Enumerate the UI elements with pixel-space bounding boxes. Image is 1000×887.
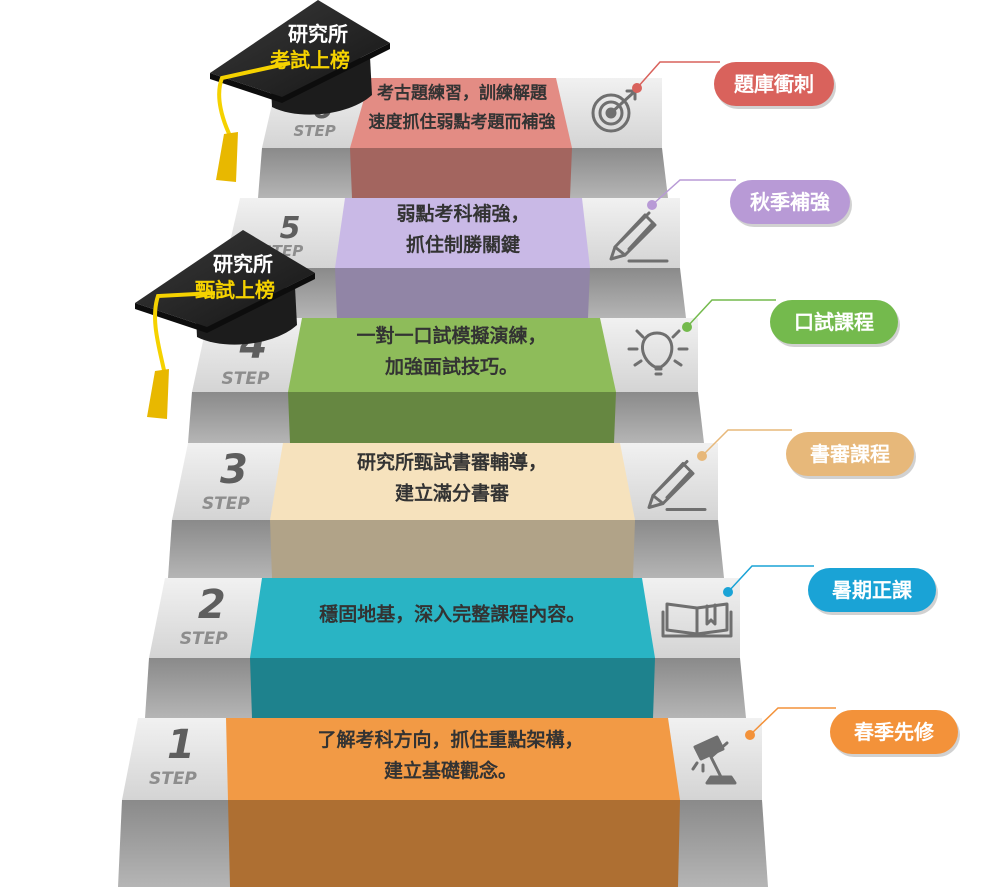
step-carpet-front [335,268,590,318]
cap-caption-line1: 研究所 [288,22,348,46]
step-description-line: 速度抓住弱點考題而補強 [369,111,556,132]
connector-dot [723,587,733,597]
step-number: 1 [167,722,195,768]
course-badge: 暑期正課 [808,568,938,615]
lamp-icon [691,735,737,785]
step-number: 3 [220,447,248,493]
tassel [147,369,169,419]
connector-dot [697,451,707,461]
course-badge: 口試課程 [770,300,900,347]
step-description-line: 建立基礎觀念。 [384,759,517,782]
step-carpet-front [350,148,572,198]
step-carpet-front [270,520,635,578]
cap-caption-line2: 甄試上榜 [195,278,275,302]
step-carpet-top [335,198,590,268]
step-label: STEP [202,494,250,514]
step-carpet-front [250,658,655,718]
connector-dot [682,322,692,332]
step-description-line: 穩固地基，深入完整課程內容。 [319,603,585,626]
step-carpet-top [350,78,572,148]
book-icon [661,602,733,638]
target-icon [591,89,637,133]
badge-connector [682,299,776,332]
step-description-line: 了解考科方向，抓住重點架構， [317,728,583,751]
step-carpet-front [288,392,616,443]
step-label: STEP [149,769,197,789]
step-label: STEP [180,629,228,649]
course-badge-label: 春季先修 [853,720,935,744]
step-description-line: 加強面試技巧。 [384,355,518,378]
badge-connector [647,179,736,210]
lightbulb-icon [627,329,689,376]
badge-connector [697,429,792,461]
step-description-line: 考古題練習，訓練解題 [376,82,548,103]
step-number: 5 [280,211,301,246]
step-description-line: 研究所甄試書審輔導， [357,451,547,474]
badge-connector [632,61,720,93]
course-badge: 書審課程 [786,432,916,479]
course-badge: 題庫衝刺 [714,62,836,109]
step-carpet-top [270,443,635,520]
step-carpet-top [226,718,680,800]
course-badge-label: 口試課程 [794,310,874,334]
tassel [216,132,238,182]
step-number: 2 [198,582,226,628]
step-description-line: 抓住制勝關鍵 [406,233,520,256]
step-carpet-front [228,800,680,887]
pencil-icon [609,211,669,263]
step-carpet-top [288,318,616,392]
connector-dot [647,200,657,210]
cap-caption-line2: 考試上榜 [270,48,350,72]
course-badge-label: 秋季補強 [750,190,830,214]
cap-caption-line1: 研究所 [213,252,273,276]
connector-dot [632,83,642,93]
pencil-icon [647,460,707,511]
step-description-line: 弱點考科補強， [396,202,529,225]
step-description-line: 建立滿分書審 [395,482,510,505]
step-description-line: 一對一口試模擬演練， [356,324,546,347]
course-badge-label: 暑期正課 [832,578,913,602]
course-badge-label: 書審課程 [810,442,890,466]
badge-connector [745,707,836,740]
step-label: STEP [222,369,270,389]
course-badge-label: 題庫衝刺 [734,72,814,96]
step-label: STEP [293,122,335,140]
course-badge: 秋季補強 [730,180,852,227]
connector-dot [745,730,755,740]
course-badge: 春季先修 [830,710,960,757]
step-carpet-top [250,578,655,658]
badge-connector [723,565,814,597]
